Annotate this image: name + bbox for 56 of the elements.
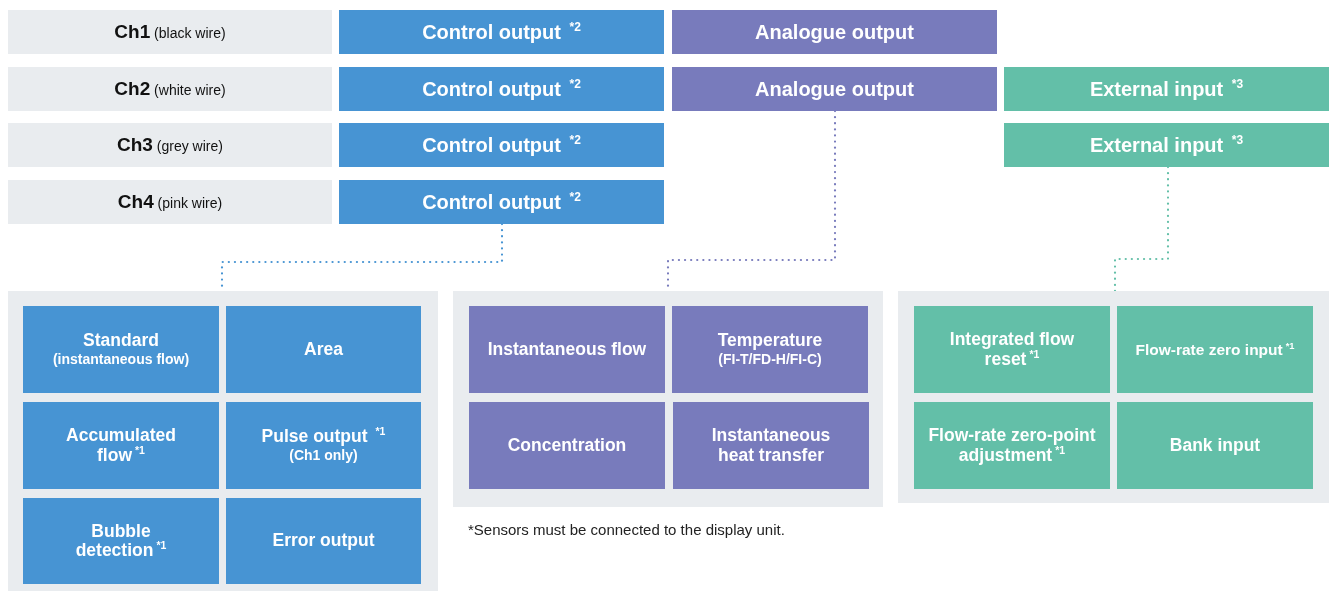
function-box <box>914 402 1110 489</box>
group-panel <box>898 291 1329 503</box>
box-label: Instantaneous flow <box>487 339 647 360</box>
function-box <box>469 402 665 489</box>
function-box <box>23 402 219 489</box>
box-label: Standard <box>83 331 159 351</box>
function-box <box>23 306 219 393</box>
box-sublabel: (FI-T/FD-H/FI-C) <box>718 352 822 368</box>
output-type-box <box>1004 123 1329 167</box>
box-label: Flow-rate zero input$^{*1}$ <box>1135 340 1295 358</box>
output-type-box <box>672 67 997 111</box>
box-label: Analogue output <box>755 78 914 100</box>
box-label: Integrated flow reset$^{*1}$ <box>948 330 1076 369</box>
box-label: Area <box>304 339 343 360</box>
function-box <box>23 498 219 584</box>
function-box <box>226 306 421 393</box>
box-label: Bubble detection$^{*1}$ <box>74 521 168 561</box>
box-label: Control output $^{*2}$ <box>422 78 581 100</box>
box-label: Concentration <box>507 435 627 456</box>
function-box <box>914 306 1110 393</box>
box-label: Ch1 (black wire) <box>114 21 226 43</box>
box-label: Control output $^{*2}$ <box>422 134 581 156</box>
box-sublabel: (instantaneous flow) <box>52 352 190 368</box>
box-label: Error output <box>272 531 375 551</box>
box-label: External input $^{*3}$ <box>1089 134 1244 156</box>
box-label: Flow-rate zero-point adjustment$^{*1}$ <box>927 426 1097 465</box>
footnote: *Sensors must be connected to the display unit. <box>468 521 785 538</box>
output-type-box <box>672 10 997 54</box>
box-label: Ch4 (pink wire) <box>117 191 223 213</box>
function-box <box>672 306 868 393</box>
function-box <box>1117 306 1313 393</box>
output-type-box <box>1004 67 1329 111</box>
function-box <box>226 498 421 584</box>
box-label: Ch2 (white wire) <box>114 78 226 100</box>
box-label: Pulse output $^{*1}$ <box>261 427 386 447</box>
output-type-box <box>339 67 664 111</box>
box-label: Bank input <box>1169 435 1261 456</box>
box-label: Temperature <box>717 331 823 351</box>
box-label: Instantaneous heat transfer <box>710 426 832 465</box>
output-type-box <box>339 180 664 224</box>
function-box <box>1117 402 1313 489</box>
function-box <box>673 402 869 489</box>
box-label: Accumulated flow$^{*1}$ <box>65 426 177 465</box>
box-label: Control output $^{*2}$ <box>422 21 581 43</box>
box-label: Analogue output <box>755 21 914 43</box>
box-label: External input $^{*3}$ <box>1089 78 1244 100</box>
box-sublabel: (Ch1 only) <box>289 448 358 464</box>
function-box <box>469 306 665 393</box>
box-label: Ch3 (grey wire) <box>117 134 223 156</box>
output-type-box <box>339 10 664 54</box>
dotted-connector <box>1113 165 1170 293</box>
box-label: Control output $^{*2}$ <box>422 191 581 213</box>
function-box <box>226 402 421 489</box>
group-panel <box>453 291 883 507</box>
group-panel <box>8 291 438 591</box>
output-type-box <box>339 123 664 167</box>
